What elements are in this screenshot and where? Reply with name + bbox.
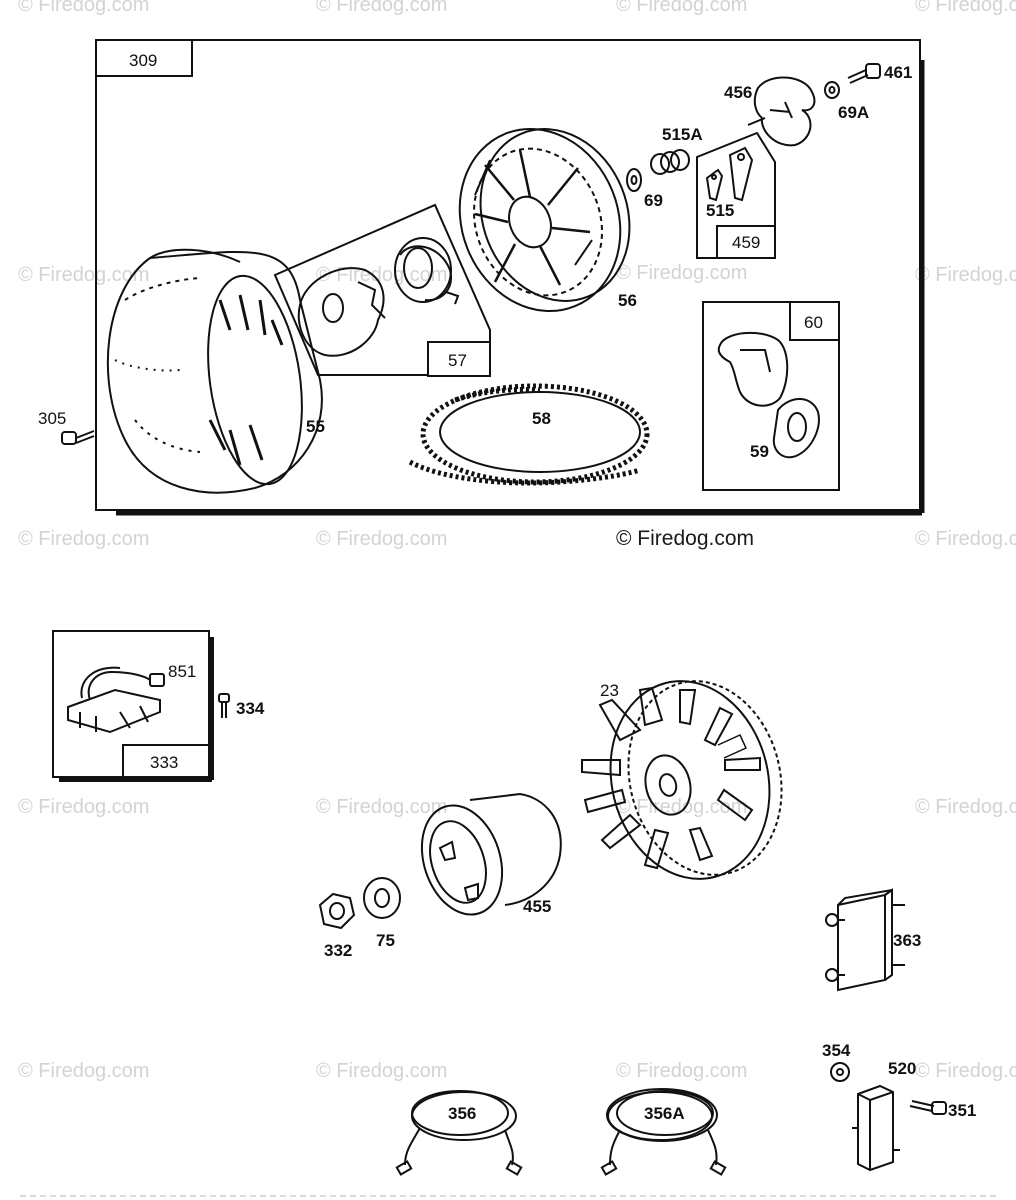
springs-515a [650, 149, 690, 175]
label-69a: 69A [838, 103, 869, 122]
label-305: 305 [38, 409, 66, 428]
label-515: 515 [706, 201, 734, 220]
wire-356 [395, 1090, 523, 1176]
watermark: © Firedog.com [18, 264, 150, 286]
watermark: © Firedog.com [616, 262, 748, 284]
label-363: 363 [893, 931, 921, 950]
label-334: 334 [236, 699, 265, 718]
credit-watermark: © Firedog.com [616, 527, 755, 550]
label-455: 455 [523, 897, 551, 916]
block-520 [852, 1084, 900, 1172]
label-520: 520 [888, 1059, 916, 1078]
label-75: 75 [376, 931, 395, 950]
label-58: 58 [532, 409, 551, 428]
label-56: 56 [618, 291, 637, 310]
handle-kit-60 [702, 301, 840, 491]
wire-356a [600, 1088, 727, 1176]
label-333: 333 [150, 753, 178, 772]
label-55: 55 [306, 417, 325, 436]
label-59: 59 [750, 442, 769, 461]
label-351: 351 [948, 1101, 976, 1120]
starter-group-frame [95, 39, 925, 516]
label-69: 69 [644, 191, 663, 210]
watermark: © Firedog.com [915, 264, 1016, 286]
watermark: © Firedog.com [18, 1060, 150, 1082]
label-332: 332 [324, 941, 352, 960]
watermark: © Firedog.com [915, 1060, 1016, 1082]
label-851: 851 [168, 662, 196, 681]
screw-461 [847, 63, 881, 84]
label-456: 456 [724, 83, 752, 102]
starter-rope-58 [408, 383, 650, 486]
label-60: 60 [804, 313, 823, 332]
label-356a: 356A [644, 1104, 685, 1123]
nut-354 [830, 1062, 850, 1082]
watermark: © Firedog.com [616, 0, 748, 16]
label-515a: 515A [662, 125, 703, 144]
watermark: © Firedog.com [316, 0, 448, 16]
blower-housing-55 [106, 248, 323, 494]
kit-333-frame [52, 630, 214, 782]
block-363 [825, 888, 905, 992]
label-309: 309 [129, 51, 157, 70]
watermark: © Firedog.com [316, 528, 448, 550]
watermark: © Firedog.com [316, 264, 448, 286]
label-57: 57 [448, 351, 467, 370]
watermark: © Firedog.com [18, 528, 150, 550]
retainer-456 [747, 76, 816, 147]
washer-69 [626, 168, 642, 192]
watermark: © Firedog.com [915, 796, 1016, 818]
pulley-kit-57 [273, 203, 491, 377]
watermark: © Firedog.com [18, 796, 150, 818]
screw-334 [218, 693, 230, 718]
watermark: © Firedog.com [316, 796, 448, 818]
pawl-kit-459 [696, 131, 776, 259]
starter-cup-455 [420, 792, 562, 916]
label-461: 461 [884, 63, 912, 82]
watermark: © Firedog.com [616, 1060, 748, 1082]
watermark: © Firedog.com [316, 1060, 448, 1082]
label-23: 23 [600, 681, 619, 700]
washer-75 [363, 877, 401, 919]
screw-351 [909, 1100, 947, 1115]
watermark: © Firedog.com [915, 0, 1016, 16]
label-459: 459 [732, 233, 760, 252]
screw-305 [61, 430, 95, 445]
watermark: © Firedog.com [915, 528, 1016, 550]
starter-pulley-56 [458, 127, 631, 313]
flywheel-23 [581, 680, 783, 880]
washer-69a [824, 81, 840, 99]
watermark: © Firedog.com [616, 796, 748, 818]
label-354: 354 [822, 1041, 851, 1060]
nut-332 [318, 892, 356, 930]
watermark: © Firedog.com [18, 0, 150, 16]
label-356: 356 [448, 1104, 476, 1123]
